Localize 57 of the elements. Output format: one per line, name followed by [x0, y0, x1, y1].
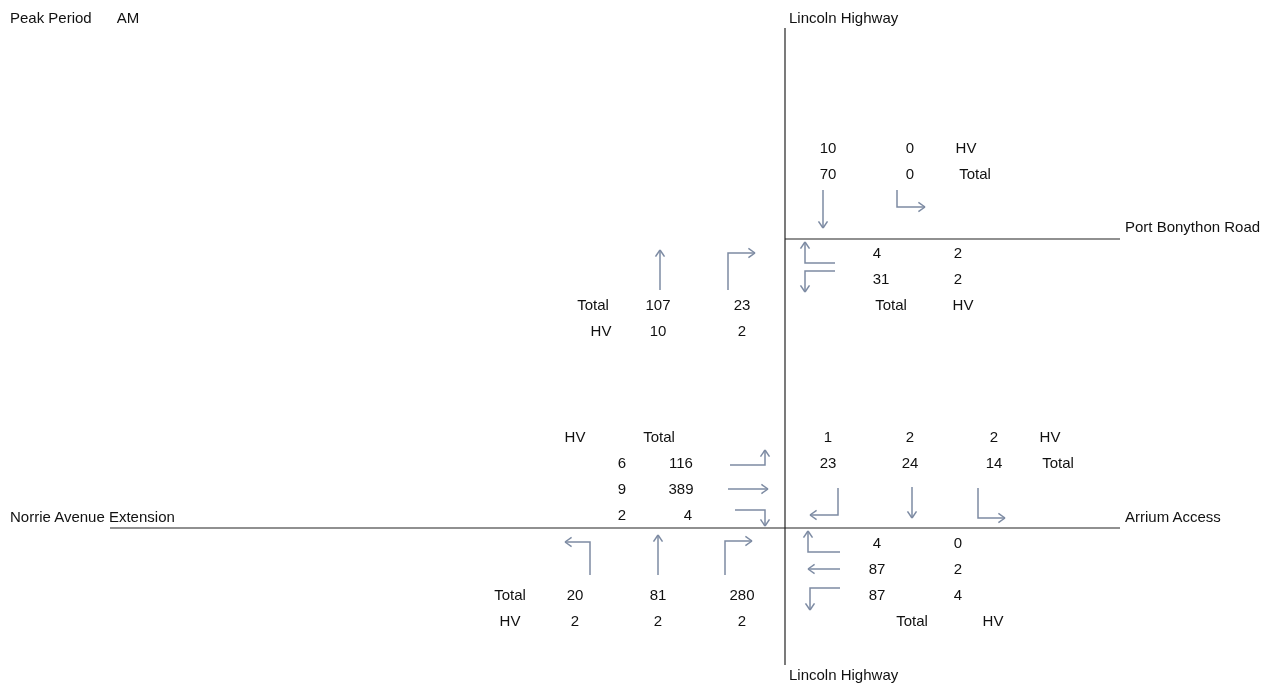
count: 87	[868, 586, 886, 604]
count: 6	[617, 454, 627, 472]
count: 9	[617, 480, 627, 498]
count: 389	[668, 480, 694, 498]
count: 2	[953, 270, 963, 288]
count: 2	[989, 428, 999, 446]
count: 0	[905, 165, 915, 183]
count: 2	[570, 612, 580, 630]
count: 1	[823, 428, 833, 446]
count: 4	[953, 586, 963, 604]
count: 4	[872, 534, 882, 552]
column-header: Total	[959, 165, 991, 183]
row-header: Total	[1042, 454, 1074, 472]
count: 2	[653, 612, 663, 630]
row-header: HV	[499, 612, 521, 630]
count: 280	[729, 586, 755, 604]
road-name: Arrium Access	[1125, 508, 1221, 526]
road-name: Port Bonython Road	[1125, 218, 1261, 236]
count: 2	[953, 244, 963, 262]
count: 70	[819, 165, 837, 183]
row-header: Total	[577, 296, 609, 314]
column-header: HV	[982, 612, 1004, 630]
column-header: HV	[564, 428, 586, 446]
count: 107	[645, 296, 671, 314]
count: 2	[617, 506, 627, 524]
row-header: HV	[1039, 428, 1061, 446]
count: 23	[733, 296, 751, 314]
count: 24	[901, 454, 919, 472]
count: 2	[737, 322, 747, 340]
count: 4	[683, 506, 693, 524]
column-header: Total	[643, 428, 675, 446]
count: 10	[819, 139, 837, 157]
road-name: Lincoln Highway	[789, 9, 899, 27]
road-name: Norrie Avenue Extension	[10, 508, 175, 526]
count: 2	[905, 428, 915, 446]
period-label: Peak Period	[10, 9, 92, 27]
count: 81	[649, 586, 667, 604]
count: 87	[868, 560, 886, 578]
count: 10	[649, 322, 667, 340]
column-header: HV	[955, 139, 977, 157]
period-value: AM	[116, 9, 140, 27]
column-header: HV	[952, 296, 974, 314]
count: 116	[669, 454, 693, 472]
row-header: HV	[590, 322, 612, 340]
count: 14	[985, 454, 1003, 472]
column-header: Total	[896, 612, 928, 630]
count: 2	[953, 560, 963, 578]
count: 23	[819, 454, 837, 472]
count: 20	[566, 586, 584, 604]
column-header: Total	[875, 296, 907, 314]
count: 4	[872, 244, 882, 262]
row-header: Total	[494, 586, 526, 604]
count: 31	[872, 270, 890, 288]
count: 0	[905, 139, 915, 157]
count: 2	[737, 612, 747, 630]
count: 0	[953, 534, 963, 552]
road-name: Lincoln Highway	[789, 666, 899, 684]
